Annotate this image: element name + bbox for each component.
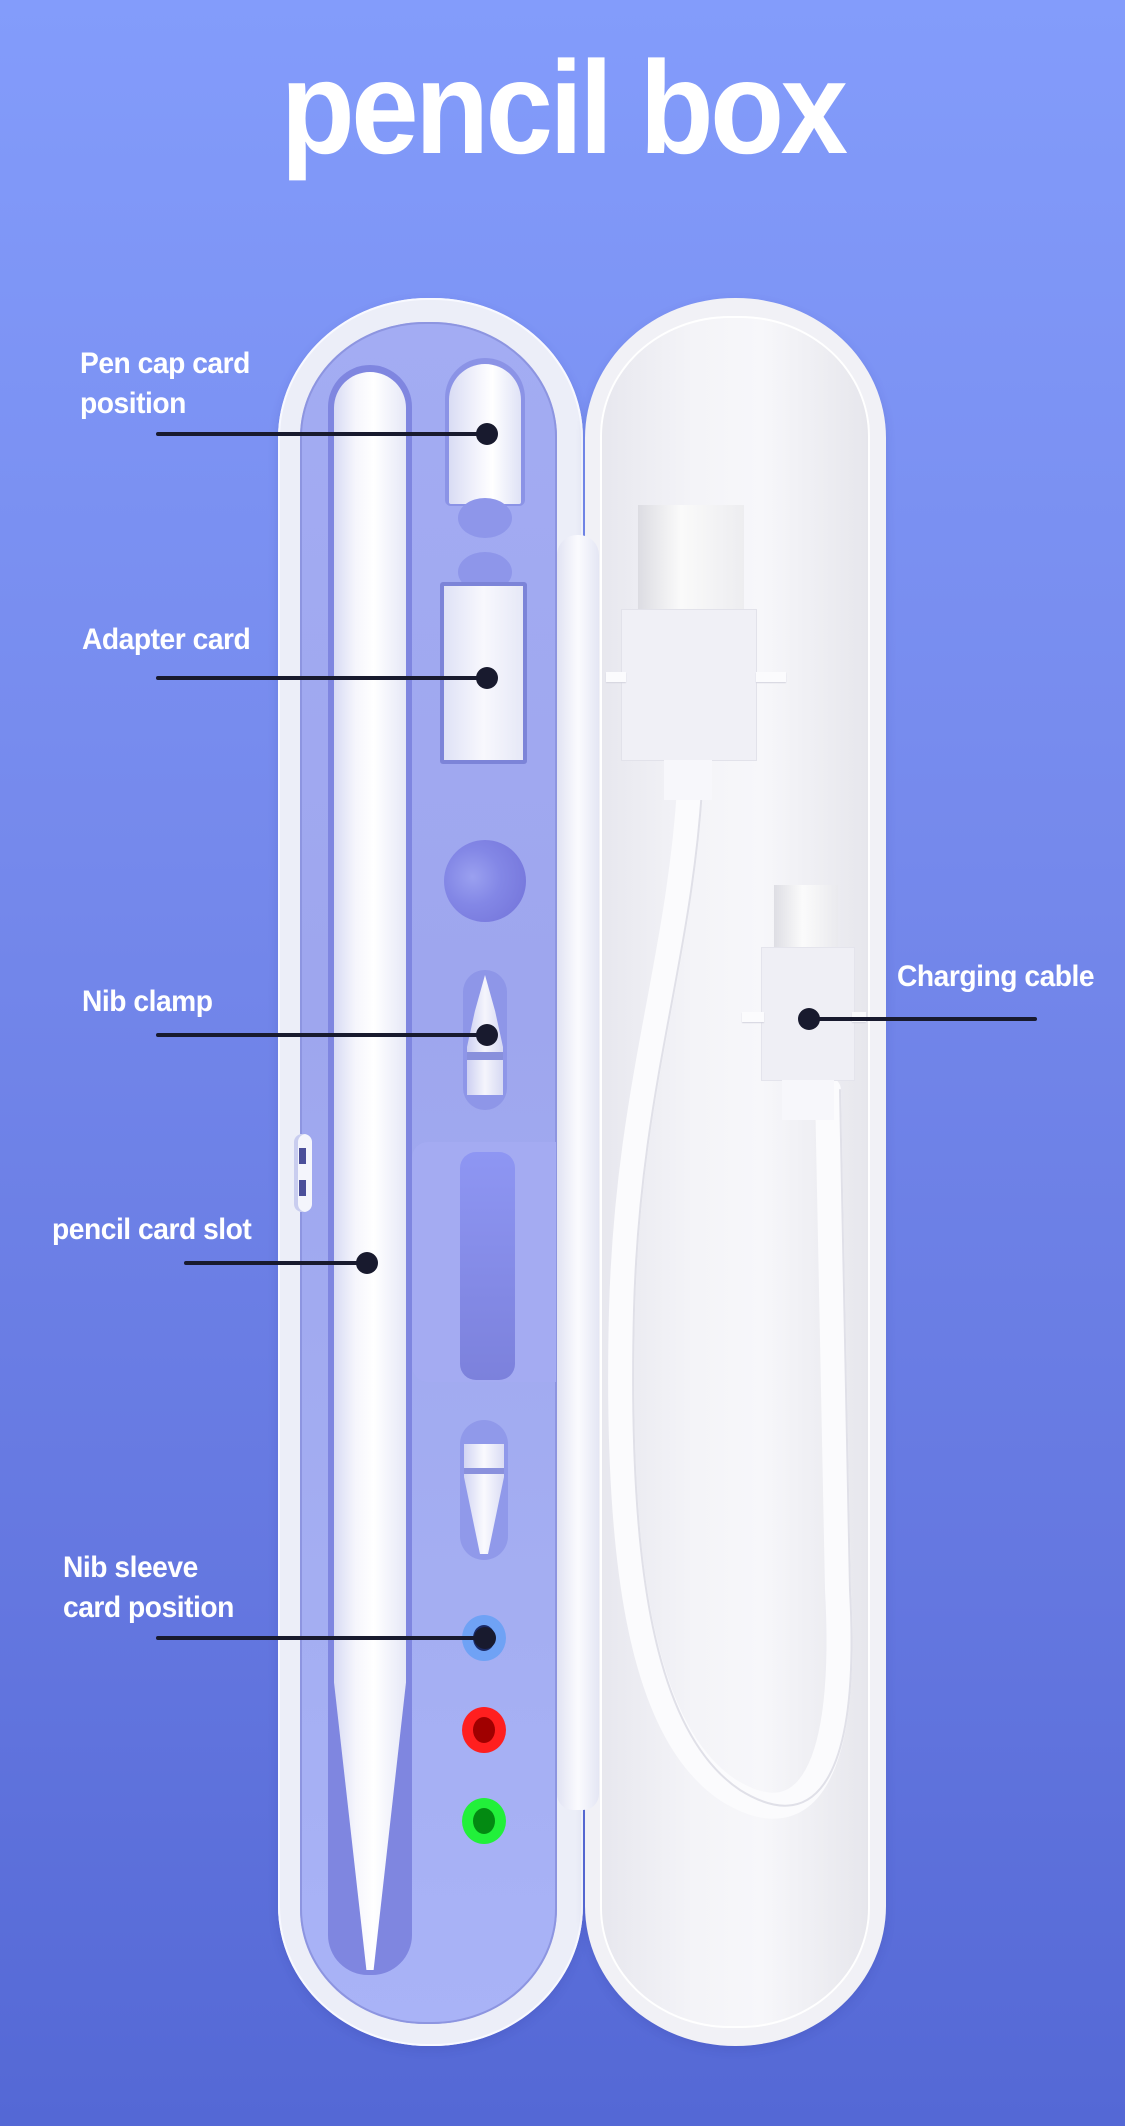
usb-c-neck (782, 1080, 834, 1120)
callout-line-charging-cable (808, 1017, 1037, 1021)
callout-line-pen-cap (156, 432, 487, 436)
usb-holder-wing-right (756, 672, 786, 682)
nib-sleeve-red (462, 1707, 506, 1753)
callout-dot-charging-cable (798, 1008, 820, 1030)
usb-c-connector (774, 885, 838, 950)
callout-dot-nib-clamp (476, 1024, 498, 1046)
callout-line-adapter (156, 676, 487, 680)
usbc-holder-wing-left (742, 1012, 764, 1022)
nib-sleeve-green (462, 1798, 506, 1844)
spare-nib-band (464, 1468, 504, 1474)
usb-a-housing (622, 610, 756, 760)
usb-a-neck (664, 760, 712, 800)
label-line: Nib clamp (82, 985, 213, 1018)
callout-dot-pencil-slot (356, 1252, 378, 1274)
label-nib-clamp: Nib clamp (82, 982, 213, 1022)
callout-line-pencil-slot (184, 1261, 367, 1265)
callout-dot-nib-sleeve (474, 1627, 496, 1649)
cap-finger-notch (458, 498, 512, 538)
usb-a-connector (638, 505, 744, 610)
label-nib-sleeve-card-position: Nib sleeve card position (63, 1548, 234, 1628)
coiled-cable (608, 790, 853, 1819)
page-title: pencil box (280, 34, 848, 181)
callout-dot-pen-cap (476, 423, 498, 445)
callout-line-nib-sleeve (156, 1636, 485, 1640)
label-line: position (80, 387, 186, 420)
label-line: pencil card slot (52, 1213, 252, 1246)
label-pencil-card-slot: pencil card slot (52, 1210, 252, 1250)
hinge-pen (557, 535, 599, 1810)
round-well (444, 840, 526, 922)
side-latch (294, 1134, 312, 1212)
label-line: card position (63, 1591, 234, 1624)
label-line: Pen cap card (80, 347, 250, 380)
stylus-pencil (334, 372, 406, 1970)
label-line: Nib sleeve (63, 1551, 198, 1584)
callout-line-nib-clamp (156, 1033, 487, 1037)
label-line: Charging cable (897, 960, 1095, 993)
usb-holder-wing-left (606, 672, 626, 682)
storage-window (460, 1152, 515, 1380)
label-pen-cap-card-position: Pen cap card position (80, 344, 250, 424)
callout-dot-adapter (476, 667, 498, 689)
nib-band (467, 1052, 503, 1060)
label-adapter-card: Adapter card (82, 620, 251, 660)
label-charging-cable: Charging cable (897, 957, 1095, 997)
label-line: Adapter card (82, 623, 251, 656)
